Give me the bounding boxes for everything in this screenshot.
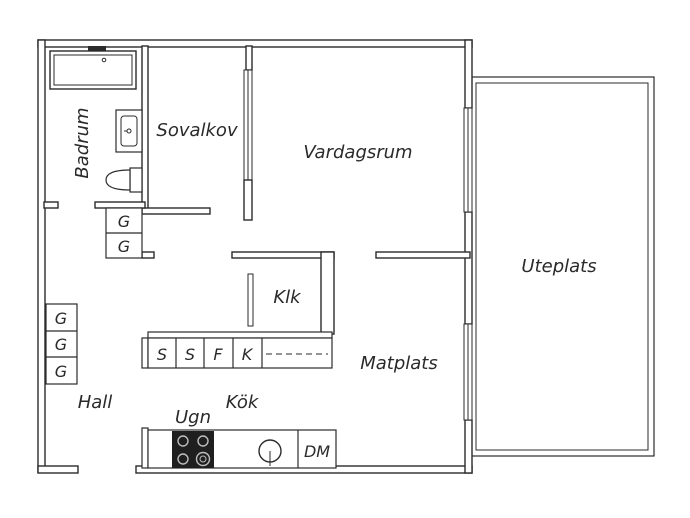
outer-walls-part	[37, 39, 473, 48]
outer-walls-part	[37, 465, 79, 474]
terrace	[469, 76, 655, 457]
room-label-vardagsrum: Vardagsrum	[303, 142, 412, 163]
room-label-badrum: Badrum	[72, 107, 93, 178]
room-label-uteplats: Uteplats	[521, 256, 596, 277]
cabinet-label: S	[157, 345, 167, 364]
interior-walls	[43, 45, 471, 335]
cabinet-label: F	[213, 345, 223, 364]
cabinet-label: K	[242, 345, 254, 364]
bathtub-part	[88, 46, 106, 51]
outer-walls-part	[464, 39, 473, 109]
interior-walls-part	[243, 179, 253, 221]
kitchen-counter: DM	[141, 427, 337, 469]
cabinet-label: G	[118, 237, 130, 256]
kitchen-counter-part	[197, 435, 209, 447]
room-label-matplats: Matplats	[360, 353, 438, 374]
bathtub-part	[53, 54, 133, 86]
interior-walls-part	[375, 251, 471, 259]
room-label-ugn: Ugn	[175, 407, 211, 428]
toilet-part	[105, 169, 131, 191]
cabinet-group-left-part	[45, 303, 78, 385]
bathtub-part	[101, 57, 107, 63]
kitchen-cabinet-row-part	[141, 337, 149, 369]
kitchen-counter-part	[177, 435, 189, 447]
kitchen-counter-part	[199, 455, 207, 463]
toilet	[105, 167, 143, 193]
closet-door	[247, 273, 254, 327]
room-label-sovalkov: Sovalkov	[156, 120, 238, 141]
kitchen-counter-part	[195, 451, 211, 467]
kitchen-counter-part	[177, 453, 189, 465]
kitchen-counter-part	[141, 427, 149, 469]
outer-walls	[37, 39, 473, 474]
outer-walls-part	[37, 39, 46, 473]
interior-walls-part	[141, 251, 155, 259]
cabinet-label: G	[55, 335, 67, 354]
kitchen-cabinet-row-part	[147, 337, 333, 369]
bathtub	[49, 46, 137, 90]
room-label-hall: Hall	[78, 392, 113, 413]
interior-walls-part	[141, 45, 149, 211]
interior-walls-part	[141, 207, 211, 215]
interior-walls-part	[94, 201, 146, 209]
outer-walls-part	[464, 419, 473, 474]
closet-door-part	[247, 273, 254, 327]
cabinet-label: G	[118, 212, 130, 231]
outer-walls-part	[464, 211, 473, 325]
interior-walls-part	[231, 251, 335, 259]
terrace-part	[469, 76, 655, 457]
cabinet-label: G	[55, 309, 67, 328]
kitchen-cabinet-row: S S F K	[141, 331, 333, 369]
room-label-klk: Klk	[273, 287, 302, 308]
interior-walls-part	[43, 201, 59, 209]
cabinet-group-left: G G G	[45, 303, 78, 385]
interior-walls-part	[245, 45, 253, 71]
sink-part	[120, 115, 138, 147]
sink	[115, 109, 143, 153]
cabinet-group-upper: G G	[105, 207, 143, 259]
terrace-part	[475, 82, 649, 451]
interior-walls-part	[320, 251, 335, 335]
toilet-part	[129, 167, 143, 193]
dishwasher-label: DM	[304, 442, 330, 461]
cabinet-label: G	[55, 362, 67, 381]
kitchen-cabinet-row-part	[147, 331, 333, 339]
room-label-kok: Kök	[226, 392, 260, 413]
cabinet-label: S	[185, 345, 195, 364]
